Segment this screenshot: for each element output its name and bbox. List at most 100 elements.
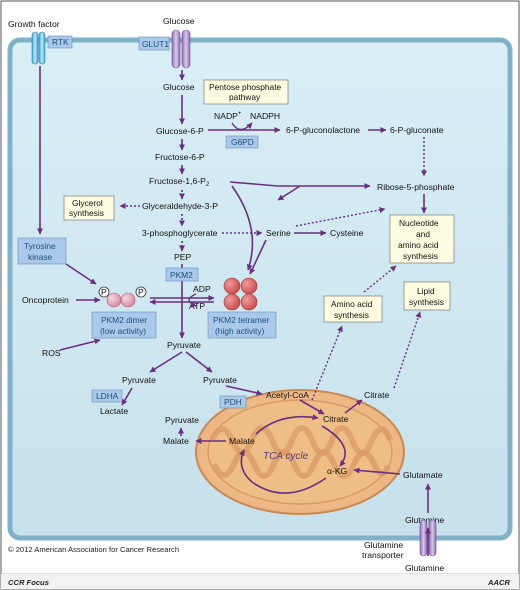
nucleotide-label-line3: amino acid: [398, 240, 439, 250]
glutamine-transporter-line1: Glutamine: [364, 540, 403, 550]
glucose-6-p-label: Glucose-6-P: [156, 126, 204, 136]
amino-to-nucleotide-arrow: [363, 265, 397, 293]
journal-label: CCR Focus: [8, 578, 49, 587]
pyruvate-right-arrow: [185, 351, 213, 373]
pep-label: PEP: [174, 252, 191, 262]
f16p2-activation-arrow: [231, 185, 254, 271]
ppp-label-line2: pathway: [229, 92, 261, 102]
lipid-label-line2: synthesis: [409, 297, 444, 307]
ppp-note-box: [203, 79, 289, 105]
3-phosphoglycerate-label: 3-phosphoglycerate: [142, 228, 218, 238]
acetyl-coa-to-citrate-arrow: [299, 399, 325, 415]
f16p2-to-ribose-arrow: [229, 181, 371, 189]
adp-label: ADP: [193, 284, 211, 294]
rtk-receptor-icon: [31, 31, 46, 65]
glycerol-label-line2: synthesis: [69, 208, 104, 218]
tyrosine-kinase-line2: kinase: [28, 252, 53, 262]
glutamate-to-akg-arrow: [353, 467, 401, 475]
ros-arrow: [59, 338, 101, 351]
glut1-box: [138, 36, 170, 51]
citrate-to-lipid-arrow: [393, 311, 422, 389]
footer-bar: [1, 574, 519, 589]
pkm2-tetramer-line1: PKM2 tetramer: [213, 315, 270, 325]
malate-outer-label: Malate: [163, 436, 189, 446]
tca-malate-to-citrate-arrow: [255, 414, 319, 435]
pyruvate-left-arrow: [149, 351, 183, 373]
serine-activation-arrow: [249, 239, 267, 275]
cell-membrane: [7, 37, 513, 541]
pkm2-dimer-line2: (low activity): [100, 326, 146, 336]
phospho-left-label: P: [101, 287, 107, 297]
glutamine-transporter-line2: transporter: [362, 550, 404, 560]
malate-inner-label: Malate: [229, 436, 255, 446]
glucose-label: Glucose: [163, 82, 195, 92]
amino-acid-label-line1: Amino acid: [331, 299, 373, 309]
ribose-5-phosphate-label: Ribose-5-phosphate: [377, 182, 455, 192]
g6pd-label: G6PD: [231, 137, 254, 147]
serine-label: Serine: [266, 228, 291, 238]
gluconate-label: 6-P-gluconate: [390, 125, 444, 135]
glyceraldehyde-3-p-label: Glyceraldehyde-3-P: [142, 201, 218, 211]
tca-citrate-to-akg-arrow: [321, 425, 346, 467]
nucleotide-label-line2: and: [416, 229, 430, 239]
citrate-export-arrow: [344, 399, 363, 414]
pdh-arrow: [225, 385, 263, 396]
ribose-to-gap-arrow: [277, 185, 301, 201]
lactate-label: Lactate: [100, 406, 128, 416]
amino-acid-label-line2: synthesis: [334, 310, 369, 320]
fructose-1-6-p2-label: Fructose-1,6-P2: [149, 176, 210, 188]
citrate-inner-label: Citrate: [323, 414, 349, 424]
phospho-right-label: P: [138, 287, 144, 297]
pkm2-box: [165, 267, 199, 282]
fructose-6-p-label: Fructose-6-P: [155, 152, 205, 162]
glucose-extracellular-label: Glucose: [163, 16, 195, 26]
ldha-label: LDHA: [96, 391, 119, 401]
oncoprotein-label: Oncoprotein: [22, 295, 69, 305]
pdh-label: PDH: [224, 397, 242, 407]
rtk-label: RTK: [52, 37, 69, 47]
tca-to-amino-acid-arrow: [311, 325, 343, 401]
nucleotide-label-line1: Nucleotide: [399, 218, 439, 228]
glycerol-note-box: [63, 195, 115, 221]
ros-label: ROS: [42, 348, 61, 358]
pdh-box: [219, 395, 247, 409]
akg-label: α-KG: [327, 466, 348, 476]
pkm2-dimer-icon: [98, 286, 147, 308]
adp-atp-arrow: [188, 293, 197, 307]
g6pd-box: [225, 135, 259, 149]
pyruvate-to-lactate-arrow: [121, 387, 133, 406]
nucleotide-label-line4: synthesis: [403, 251, 438, 261]
citrate-outer-label: Citrate: [364, 390, 390, 400]
lipid-label-line1: Lipid: [417, 286, 435, 296]
nadph-label: NADPH: [250, 111, 280, 121]
acetyl-coa-label: Acetyl-CoA: [266, 390, 309, 400]
nucleotide-note-box: [389, 214, 455, 264]
pkm2-dimer-line1: PKM2 dimer: [101, 315, 147, 325]
pkm2-dimer-box: [91, 311, 157, 339]
aacr-logo: AACR: [487, 578, 510, 587]
glut1-transporter-icon: [171, 29, 191, 69]
pyruvate-main-label: Pyruvate: [167, 340, 201, 350]
tyrosine-kinase-box: [17, 237, 67, 265]
atp-label: ATP: [189, 301, 205, 311]
gluconolactone-label: 6-P-gluconolactone: [286, 125, 360, 135]
tca-cycle-label: TCA cycle: [263, 451, 309, 462]
copyright-text: © 2012 American Association for Cancer R…: [8, 545, 179, 554]
glutamate-label: Glutamate: [403, 470, 443, 480]
pkm2-tetramer-box: [207, 311, 277, 339]
cysteine-label: Cysteine: [330, 228, 364, 238]
lipid-note-box: [403, 281, 451, 311]
nadp-label: NADP+: [214, 111, 242, 121]
ldha-box: [91, 389, 123, 403]
pyruvate-mito-label: Pyruvate: [165, 415, 199, 425]
serine-to-nucleotide-arrow: [295, 207, 386, 227]
pyruvate-left-label: Pyruvate: [122, 375, 156, 385]
tyrosine-to-dimer-arrow: [65, 263, 97, 285]
glut1-label: GLUT1: [142, 39, 169, 49]
pkm2-tetramer-line2: (high activity): [215, 326, 265, 336]
pyruvate-right-label: Pyruvate: [203, 375, 237, 385]
ppp-label-line1: Pentose phosphate: [209, 82, 282, 92]
growth-factor-label: Growth factor: [8, 19, 60, 29]
